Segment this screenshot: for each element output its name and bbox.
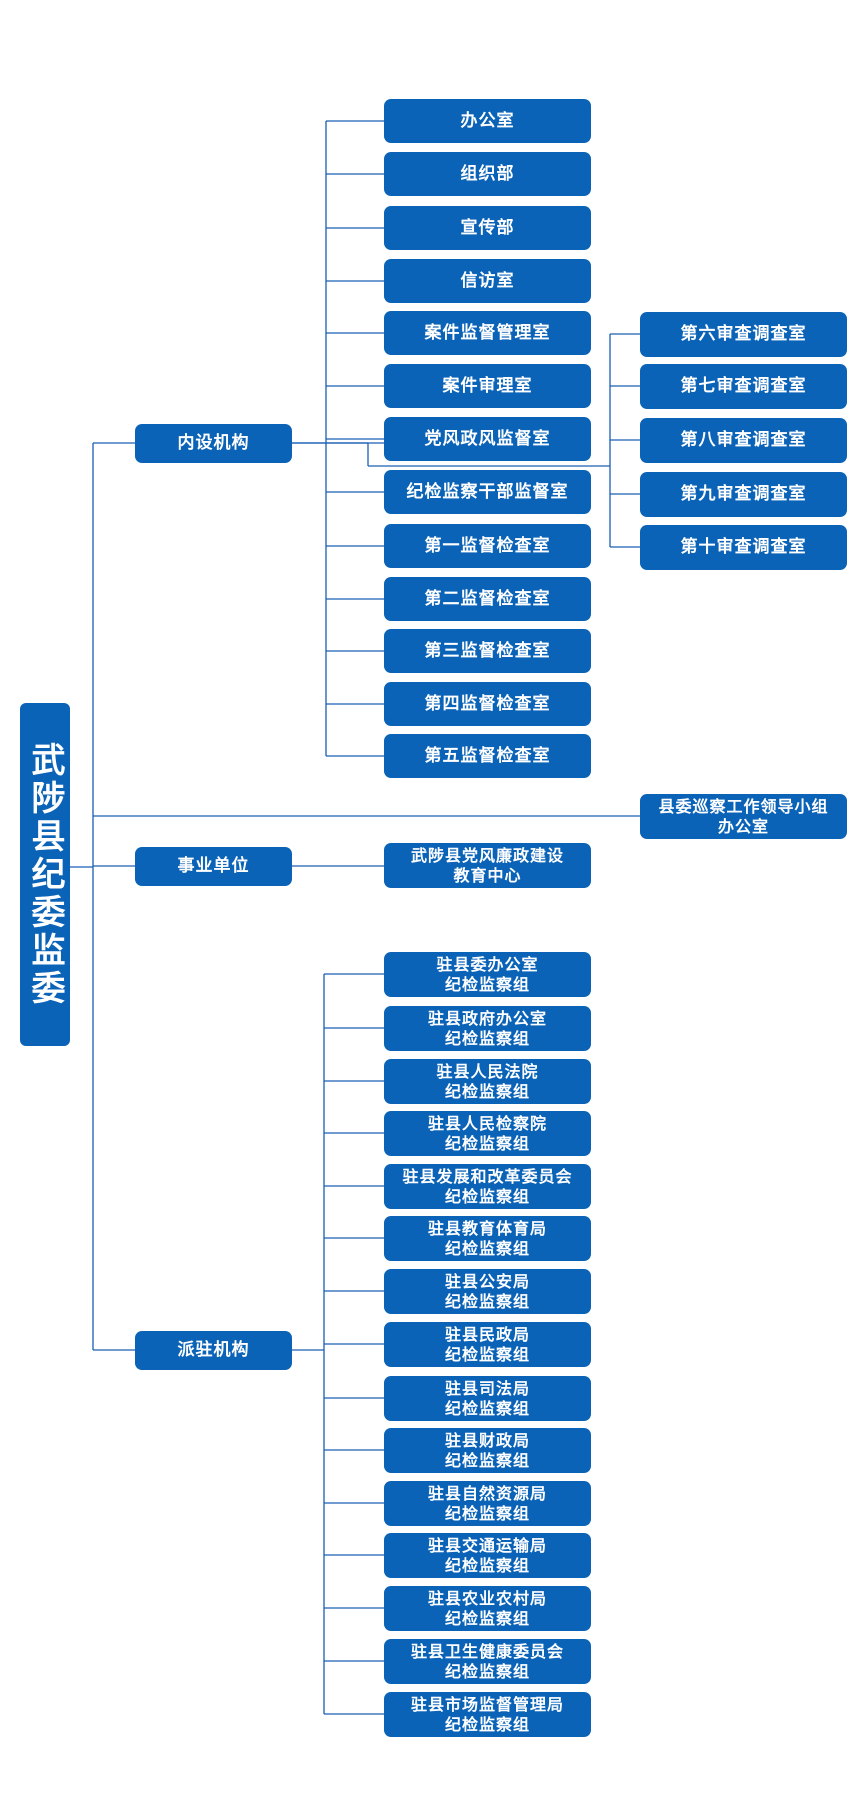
branch-internal: 内设机构 [135,424,292,463]
branch-stationed: 派驻机构 [135,1331,292,1370]
institution-unit: 武陟县党风廉政建设 教育中心 [384,843,591,888]
stationed-group-node: 驻县农业农村局 纪检监察组 [384,1586,591,1631]
stationed-group-node: 驻县财政局 纪检监察组 [384,1428,591,1473]
review-room-node: 第八审查调查室 [640,418,847,463]
stationed-group-node: 驻县人民法院 纪检监察组 [384,1059,591,1104]
department-node: 案件审理室 [384,364,591,408]
department-node: 党风政风监督室 [384,417,591,461]
stationed-group-node: 驻县卫生健康委员会 纪检监察组 [384,1639,591,1684]
stationed-group-node: 驻县司法局 纪检监察组 [384,1376,591,1421]
department-node: 办公室 [384,99,591,143]
stationed-group-node: 驻县教育体育局 纪检监察组 [384,1216,591,1261]
stationed-group-node: 驻县交通运输局 纪检监察组 [384,1533,591,1578]
department-node: 第二监督检查室 [384,577,591,621]
department-node: 第一监督检查室 [384,524,591,568]
department-node: 纪检监察干部监督室 [384,470,591,514]
stationed-group-node: 驻县政府办公室 纪检监察组 [384,1006,591,1051]
stationed-group-node: 驻县市场监督管理局 纪检监察组 [384,1692,591,1737]
review-room-node: 第六审查调查室 [640,312,847,357]
stationed-group-node: 驻县委办公室 纪检监察组 [384,952,591,997]
root-node: 武陟县纪委监委 [20,703,70,1046]
stationed-group-node: 驻县公安局 纪检监察组 [384,1269,591,1314]
inspection-office-node: 县委巡察工作领导小组 办公室 [640,794,847,839]
stationed-group-node: 驻县民政局 纪检监察组 [384,1322,591,1367]
department-node: 第五监督检查室 [384,734,591,778]
department-node: 第四监督检查室 [384,682,591,726]
review-room-node: 第七审查调查室 [640,364,847,409]
department-node: 信访室 [384,259,591,303]
review-room-node: 第九审查调查室 [640,472,847,517]
stationed-group-node: 驻县人民检察院 纪检监察组 [384,1111,591,1156]
department-node: 第三监督检查室 [384,629,591,673]
stationed-group-node: 驻县发展和改革委员会 纪检监察组 [384,1164,591,1209]
stationed-group-node: 驻县自然资源局 纪检监察组 [384,1481,591,1526]
branch-institution: 事业单位 [135,847,292,886]
department-node: 宣传部 [384,206,591,250]
department-node: 案件监督管理室 [384,311,591,355]
department-node: 组织部 [384,152,591,196]
review-room-node: 第十审查调查室 [640,525,847,570]
